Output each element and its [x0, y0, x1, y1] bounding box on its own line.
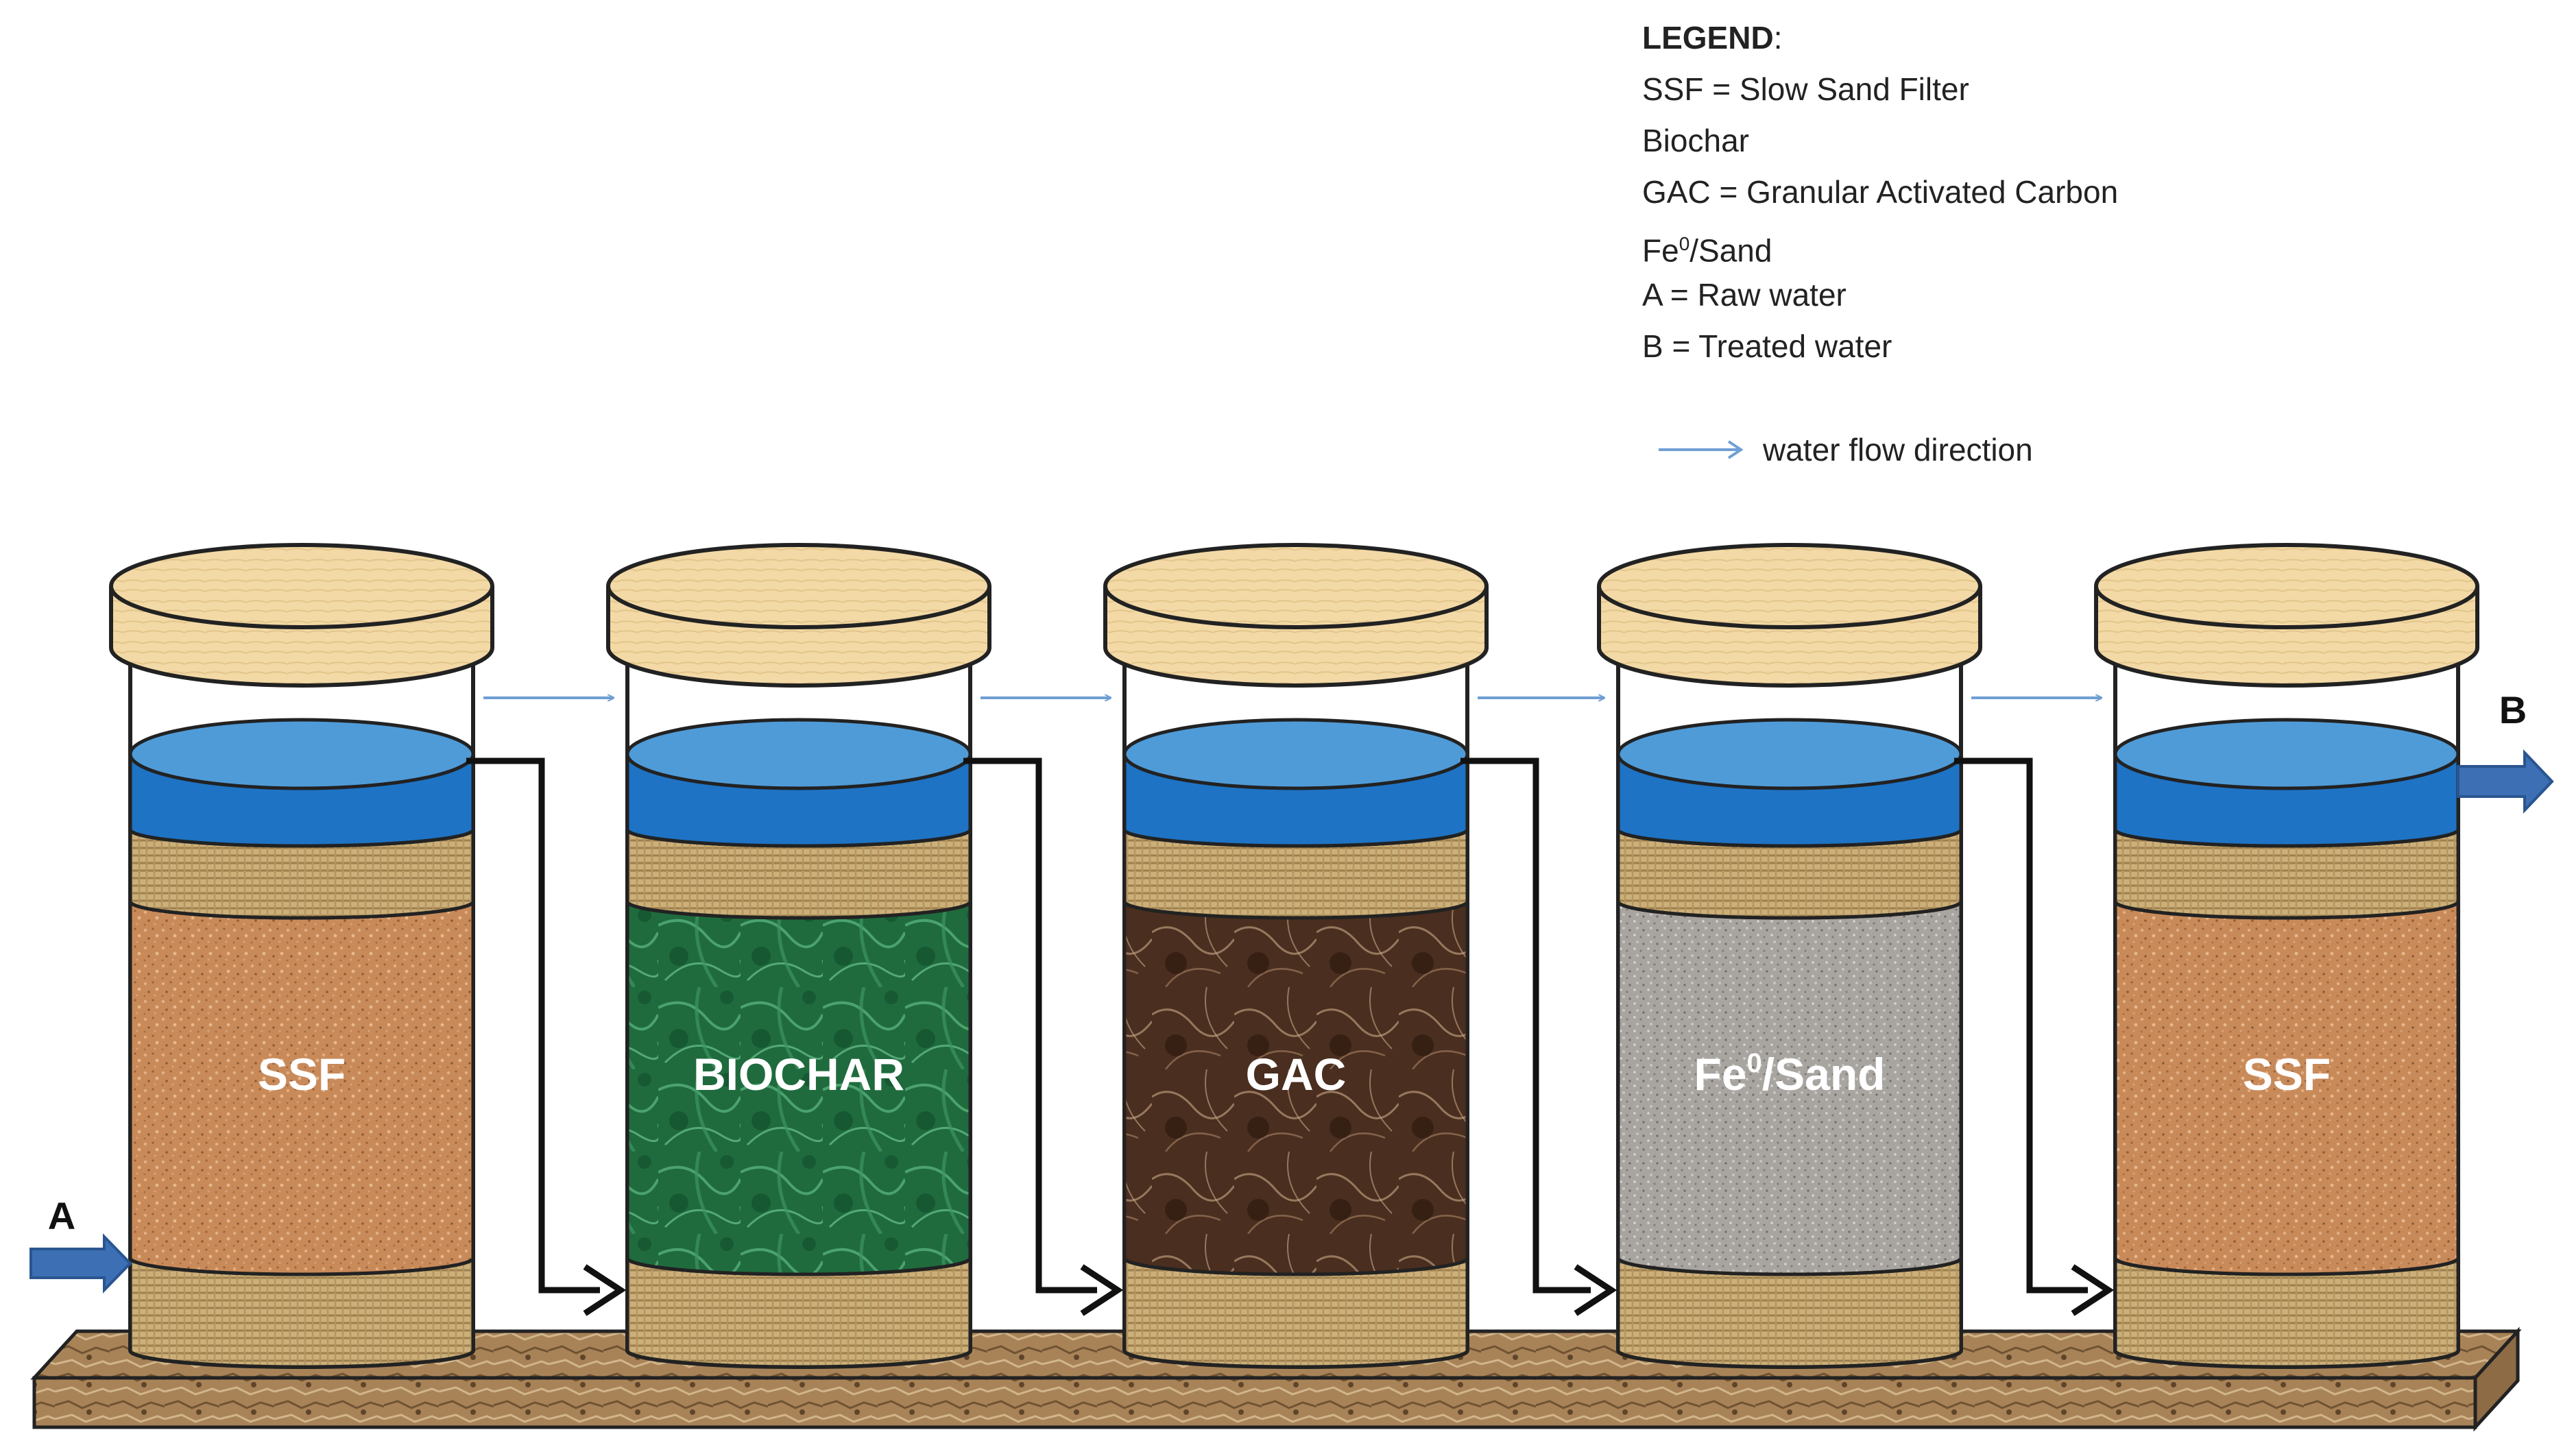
lid-top [109, 543, 494, 629]
column-label-rest: /Sand [1762, 1049, 1886, 1100]
water-surface [625, 718, 972, 790]
filter-column-1: SSF [109, 543, 494, 1369]
inlet-arrow [29, 1233, 132, 1294]
connector-pipe-4 [1954, 757, 2088, 1294]
connector-pipe-3 [1460, 757, 1591, 1294]
flow-arrow-icon [1659, 439, 1744, 459]
column-label-sup: 0 [1747, 1048, 1762, 1078]
column-label: SSF [258, 1049, 346, 1100]
lid-top [2094, 543, 2479, 629]
filter-column-5: SSF [2094, 543, 2479, 1369]
filter-column-4: Fe0/Sand [1597, 543, 1982, 1369]
legend-item-biochar: Biochar [1642, 123, 1749, 158]
legend-title: LEGEND [1642, 20, 1774, 56]
inlet-label: A [48, 1194, 75, 1237]
connector-pipe-2 [963, 757, 1097, 1294]
connector-arrowhead-4 [2071, 1264, 2115, 1316]
water-surface [1616, 718, 1963, 790]
column-label: GAC [1246, 1049, 1347, 1100]
legend-item-raw-water: A = Raw water [1642, 277, 1847, 313]
connector-pipes [466, 757, 2115, 1316]
connector-arrowhead-2 [1080, 1264, 1124, 1316]
legend-item-fe-sand: Fe0/Sand [1642, 232, 1772, 269]
filter-columns: SSF BIOCHAR GAC Fe0/Sand SSF [109, 543, 2479, 1369]
filter-column-3: GAC [1103, 543, 1489, 1369]
lid-top [606, 543, 991, 629]
lid-top [1103, 543, 1489, 629]
legend-flow-label: water flow direction [1763, 431, 2033, 468]
legend-item-treated-water: B = Treated water [1642, 328, 1892, 364]
column-label: Fe0/Sand [1694, 1048, 1886, 1100]
water-surface [128, 718, 475, 790]
column-label: SSF [2243, 1049, 2331, 1100]
legend-flow-row: water flow direction [1656, 424, 2033, 475]
legend: LEGEND: SSF = Slow Sand Filter Biochar G… [1642, 12, 2465, 372]
lid-top [1597, 543, 1982, 629]
column-label-base: Fe [1694, 1049, 1747, 1100]
legend-item-ssf: SSF = Slow Sand Filter [1642, 71, 1969, 107]
connector-pipe-1 [466, 757, 600, 1294]
filter-column-2: BIOCHAR [606, 543, 991, 1369]
connector-arrowhead-1 [583, 1264, 627, 1316]
water-surface [1122, 718, 1469, 790]
legend-item-gac: GAC = Granular Activated Carbon [1642, 174, 2119, 210]
column-label: BIOCHAR [693, 1049, 904, 1100]
legend-title-row: LEGEND: [1642, 20, 1783, 56]
connector-arrowhead-3 [1574, 1264, 1617, 1316]
outlet-arrow [2457, 749, 2554, 814]
outlet-label: B [2499, 688, 2527, 731]
water-surface [2113, 718, 2460, 790]
